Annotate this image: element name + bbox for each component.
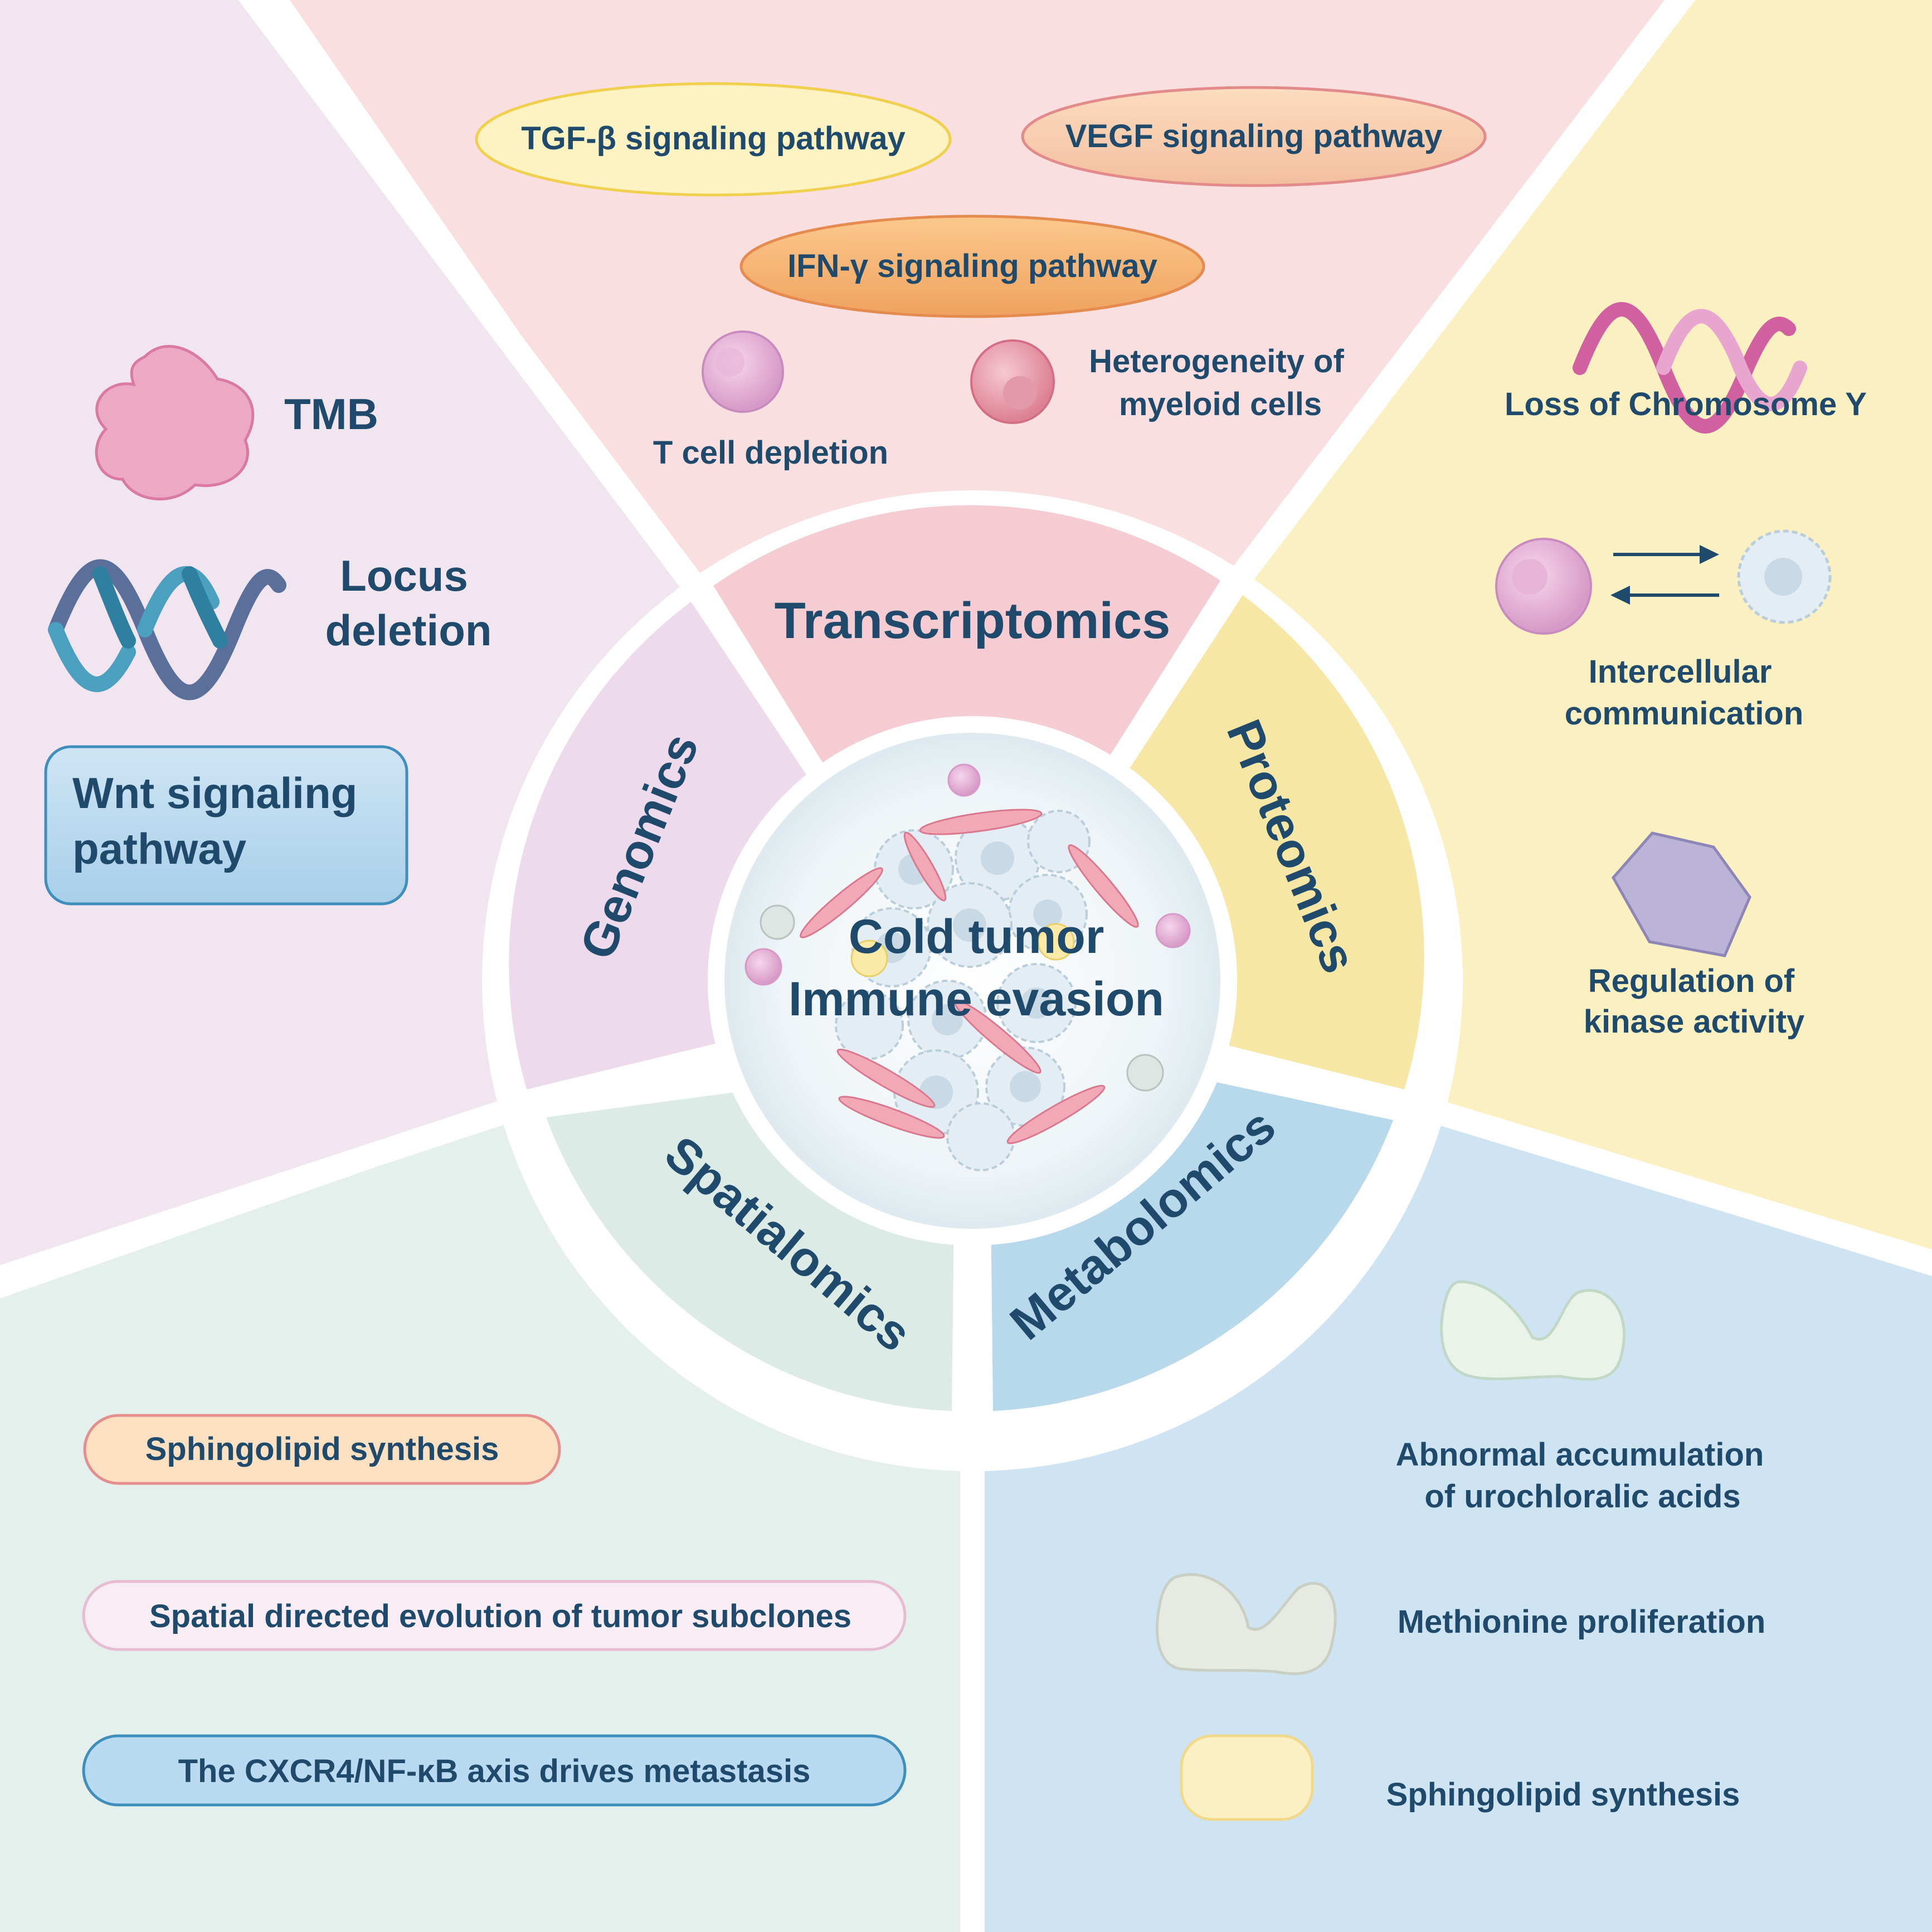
locus-deletion-line2: deletion xyxy=(325,606,491,655)
tmb-blob-icon xyxy=(95,345,255,500)
ifn-pathway-pill: IFN-γ signaling pathway xyxy=(739,215,1205,318)
intercellular-communication-line1: Intercellular xyxy=(1589,654,1772,690)
tgf-pathway-pill: TGF-β signaling pathway xyxy=(475,82,952,197)
urochloralic-accumulation-line1: Abnormal accumulation xyxy=(1396,1437,1764,1473)
myeloid-heterogeneity-line1: Heterogeneity of xyxy=(1089,343,1344,379)
sphingolipid-label-spatial: Sphingolipid synthesis xyxy=(145,1431,499,1467)
sphingolipid-pill-spatial: Sphingolipid synthesis xyxy=(83,1414,561,1485)
urochloralic-accumulation-line2: of urochloralic acids xyxy=(1424,1478,1740,1515)
methionine-proliferation-label: Methionine proliferation xyxy=(1398,1604,1766,1640)
intercellular-communication-line2: communication xyxy=(1565,695,1804,732)
center-circle xyxy=(708,716,1237,1245)
wnt-pathway-line1: Wnt signaling xyxy=(72,768,357,817)
t-cell-icon xyxy=(702,330,784,413)
loss-of-chromosome-y-label: Loss of Chromosome Y xyxy=(1505,386,1867,422)
center-title-line2: Immune evasion xyxy=(789,972,1164,1026)
wnt-pathway-line2: pathway xyxy=(72,824,246,873)
ring-transcriptomics xyxy=(713,505,1220,770)
spatial-evolution-label: Spatial directed evolution of tumor subc… xyxy=(149,1598,851,1634)
ring-spatialomics xyxy=(546,1092,954,1411)
cell-communication-icon xyxy=(1495,529,1832,635)
tumor-cluster-illustration xyxy=(744,763,1191,1171)
sphingolipid-icon-metabolic xyxy=(1180,1734,1314,1821)
cxcr4-pill: The CXCR4/NF-κB axis drives metastasis xyxy=(82,1734,907,1807)
ring-label-transcriptomics: Transcriptomics xyxy=(775,592,1171,649)
center-title-line1: Cold tumor xyxy=(849,910,1104,963)
myeloid-heterogeneity-line2: myeloid cells xyxy=(1119,386,1322,422)
kinase-regulation-line1: Regulation of xyxy=(1588,963,1795,999)
vegf-pathway-pill: VEGF signaling pathway xyxy=(1021,86,1487,187)
spatial-evolution-pill: Spatial directed evolution of tumor subc… xyxy=(82,1580,907,1651)
locus-deletion-line1: Locus xyxy=(340,551,468,600)
chromosome-y-helix-icon xyxy=(1573,302,1807,434)
myeloid-cell-icon xyxy=(970,339,1055,424)
ring-metabolomics xyxy=(991,1078,1393,1411)
kinase-hexagon-icon xyxy=(1611,831,1751,957)
ring-genomics xyxy=(509,602,808,1089)
dna-helix-icon xyxy=(48,559,286,700)
methionine-icon xyxy=(1155,1573,1337,1675)
wnt-pathway-box: Wnt signaling pathway xyxy=(44,745,408,906)
ring-proteomics xyxy=(1120,595,1424,1089)
vegf-pathway-label: VEGF signaling pathway xyxy=(1065,118,1443,154)
tmb-label: TMB xyxy=(284,390,378,439)
tgf-pathway-label: TGF-β signaling pathway xyxy=(521,120,906,157)
t-cell-depletion-label: T cell depletion xyxy=(653,435,888,471)
ifn-pathway-label: IFN-γ signaling pathway xyxy=(787,248,1157,284)
urochloralic-acid-icon xyxy=(1440,1280,1626,1381)
cxcr4-label: The CXCR4/NF-κB axis drives metastasis xyxy=(178,1753,811,1789)
kinase-regulation-line2: kinase activity xyxy=(1584,1004,1805,1040)
sphingolipid-label-metabolic: Sphingolipid synthesis xyxy=(1386,1777,1740,1813)
